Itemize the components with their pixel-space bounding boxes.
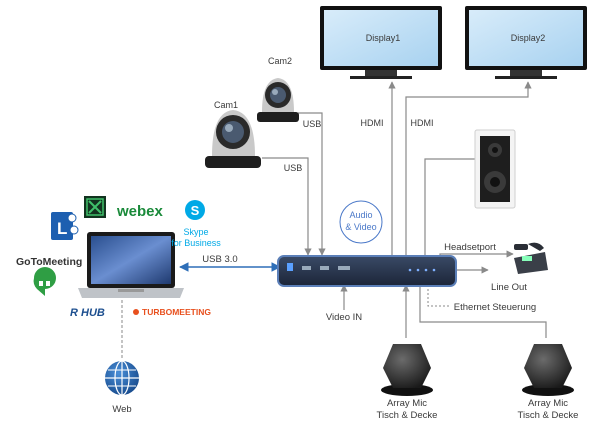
audio-label: Audio bbox=[349, 210, 372, 220]
cam2-usb-line bbox=[298, 112, 326, 256]
array-mic-2: Array Mic Tisch & Decke bbox=[518, 344, 579, 421]
web-label: Web bbox=[112, 404, 131, 415]
video-label: & Video bbox=[345, 222, 376, 232]
green-x-app-icon bbox=[84, 196, 106, 218]
hdmi-display2-line bbox=[405, 81, 532, 257]
hdmi2-label: HDMI bbox=[411, 118, 434, 128]
usb-port-icon bbox=[287, 263, 293, 271]
web-globe bbox=[105, 360, 139, 396]
desk-phone bbox=[514, 242, 548, 274]
laptop bbox=[78, 232, 184, 298]
gotomeeting-logo: GoToMeeting bbox=[16, 256, 82, 268]
cam1-usb-line bbox=[262, 157, 312, 256]
rhub-logo: R HUB bbox=[70, 307, 105, 319]
video-in-label: Video IN bbox=[326, 312, 362, 323]
array-mic2-label-line1: Array Mic bbox=[528, 398, 568, 409]
speaker-line bbox=[424, 158, 475, 257]
turbomeeting-icon bbox=[133, 309, 139, 315]
array-mic-1: Array Mic Tisch & Decke bbox=[377, 344, 438, 421]
cam2-label: Cam2 bbox=[268, 56, 292, 66]
audio-video-badge: Audio & Video bbox=[339, 200, 383, 244]
speaker bbox=[474, 129, 516, 209]
cam2: Cam2 bbox=[257, 56, 299, 122]
usb-cam2-label: USB bbox=[303, 119, 322, 129]
webex-logo: webex bbox=[116, 203, 164, 220]
usb-hub-device bbox=[277, 255, 457, 287]
display2-label: Display2 bbox=[511, 33, 546, 43]
ethernet-line bbox=[427, 285, 450, 307]
cam1: Cam1 bbox=[205, 100, 261, 168]
svg-text:S: S bbox=[191, 203, 200, 218]
turbomeeting-logo: TURBOMEETING bbox=[142, 307, 211, 317]
skype-label-line1: Skype bbox=[183, 227, 208, 237]
headsetport-label: Headsetport bbox=[444, 242, 496, 253]
display1: Display1 bbox=[320, 6, 442, 79]
display2: Display2 bbox=[465, 6, 587, 79]
line-out-label: Line Out bbox=[491, 282, 527, 293]
cam1-label: Cam1 bbox=[214, 100, 238, 110]
ethernet-label: Ethernet Steuerung bbox=[454, 302, 536, 313]
usb3-label: USB 3.0 bbox=[202, 254, 237, 265]
skype-icon: S bbox=[185, 200, 205, 220]
hangouts-icon bbox=[33, 267, 56, 296]
array-mic1-label-line1: Array Mic bbox=[387, 398, 427, 409]
mic2-line bbox=[419, 285, 547, 338]
array-mic1-label-line2: Tisch & Decke bbox=[377, 410, 438, 421]
skype-label-line2: for Business bbox=[171, 238, 221, 248]
lync-icon: L bbox=[51, 212, 79, 240]
array-mic2-label-line2: Tisch & Decke bbox=[518, 410, 579, 421]
display1-label: Display1 bbox=[366, 33, 401, 43]
usb-cam1-label: USB bbox=[284, 163, 303, 173]
svg-text:L: L bbox=[57, 219, 67, 238]
hdmi1-label: HDMI bbox=[361, 118, 384, 128]
